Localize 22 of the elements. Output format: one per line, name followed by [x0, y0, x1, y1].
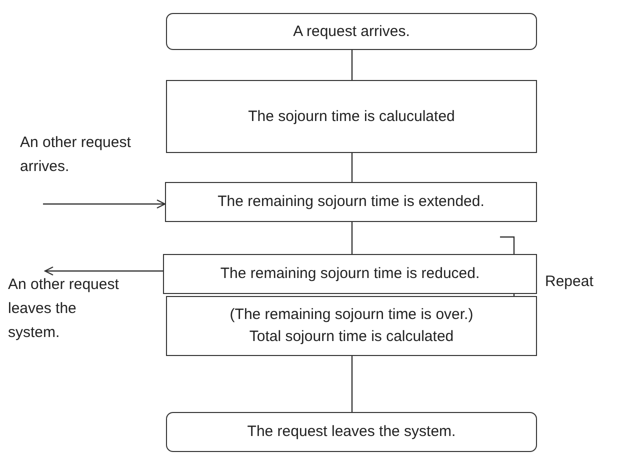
connector-line	[351, 222, 353, 254]
note-text: An other request leaves the system.	[8, 273, 128, 353]
box-text: The remaining sojourn time is extended.	[218, 192, 484, 212]
connector-line	[351, 153, 353, 182]
box-text: (The remaining sojourn time is over.)	[230, 305, 474, 325]
note-text: Repeat	[545, 273, 594, 290]
box-text: Total sojourn time is calculated	[249, 327, 454, 347]
terminal-box	[166, 412, 537, 452]
terminal-box	[166, 13, 537, 50]
process-box	[165, 182, 537, 222]
arrow	[44, 266, 163, 276]
arrow	[43, 199, 166, 209]
box-text: A request arrives.	[293, 22, 410, 42]
box-text: The request leaves the system.	[247, 422, 456, 442]
connector-line	[351, 356, 353, 412]
note-text: An other request arrives.	[20, 131, 160, 203]
process-box	[163, 254, 537, 294]
box-text: The remaining sojourn time is reduced.	[220, 264, 480, 284]
box-text: The sojourn time is caluculated	[248, 106, 455, 126]
connector-line	[351, 50, 353, 80]
process-box	[166, 296, 537, 356]
process-box	[166, 80, 537, 153]
